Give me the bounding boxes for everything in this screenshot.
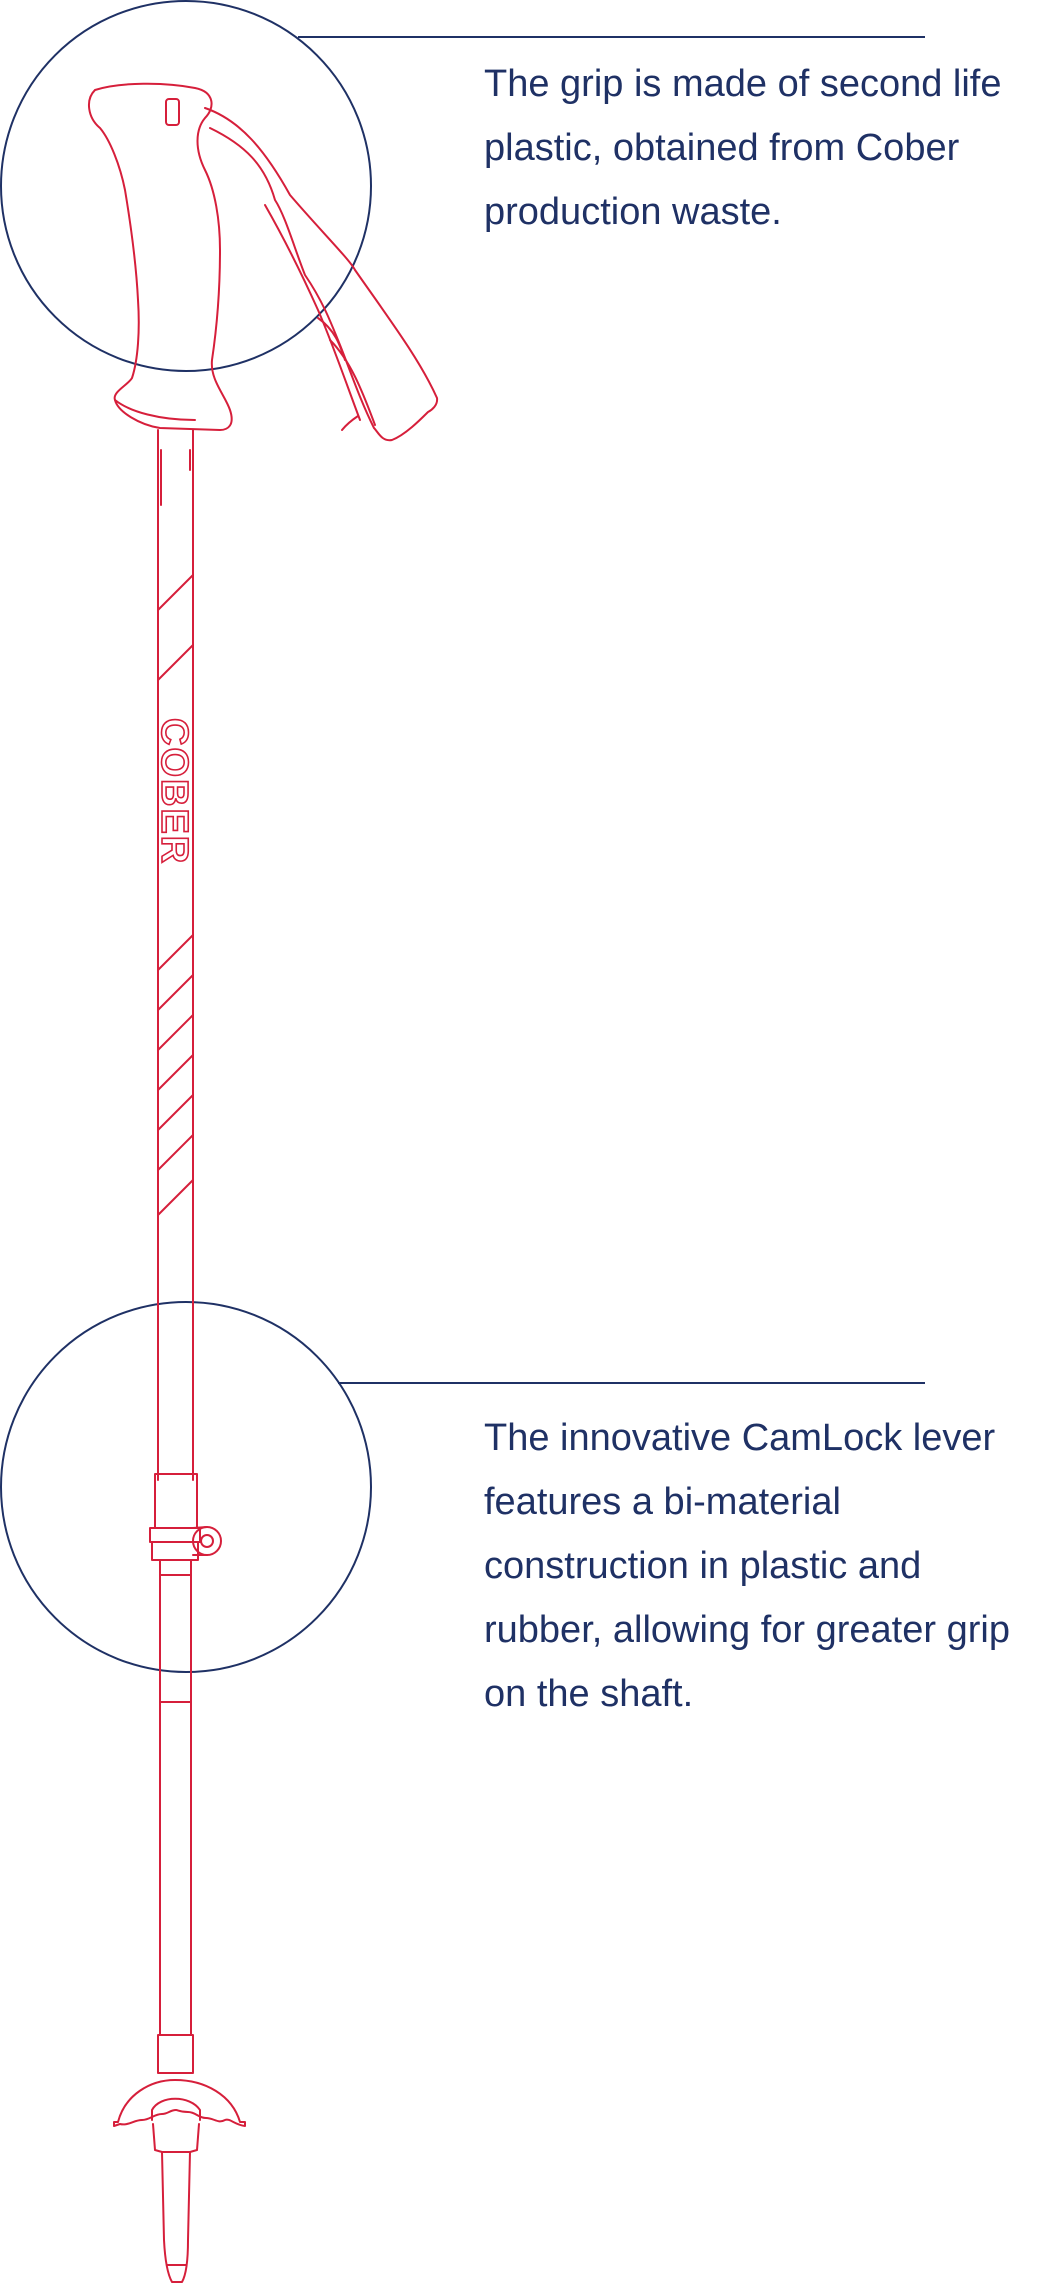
grip-callout-marker: [0, 0, 925, 372]
grip-callout-circle: [0, 0, 372, 372]
camlock-callout-marker: [0, 1301, 925, 1673]
pole-basket-collar: [151, 2097, 201, 2121]
pole-grip-button: [165, 98, 180, 126]
pole-grip-rim: [114, 399, 196, 421]
pole-basket: [113, 2079, 246, 2127]
pole-strap-fold: [317, 317, 376, 431]
pole-tip: [152, 2123, 200, 2283]
grip-callout-text: The grip is made of second life plastic,…: [484, 63, 1002, 233]
pole-lower-shaft: [157, 1559, 194, 2074]
camlock-lever: [149, 1473, 222, 1561]
camlock-callout-text: The innovative CamLock lever features a …: [484, 1417, 1010, 1715]
pole-grip: [88, 82, 233, 431]
ski-pole: COBER: [88, 82, 439, 2283]
pole-brand-lettering: COBER: [153, 718, 195, 865]
pole-upper-shaft: [157, 429, 194, 1481]
pole-strap: [204, 107, 439, 442]
camlock-callout-circle: [0, 1301, 372, 1673]
pole-strap-inner: [264, 204, 361, 421]
